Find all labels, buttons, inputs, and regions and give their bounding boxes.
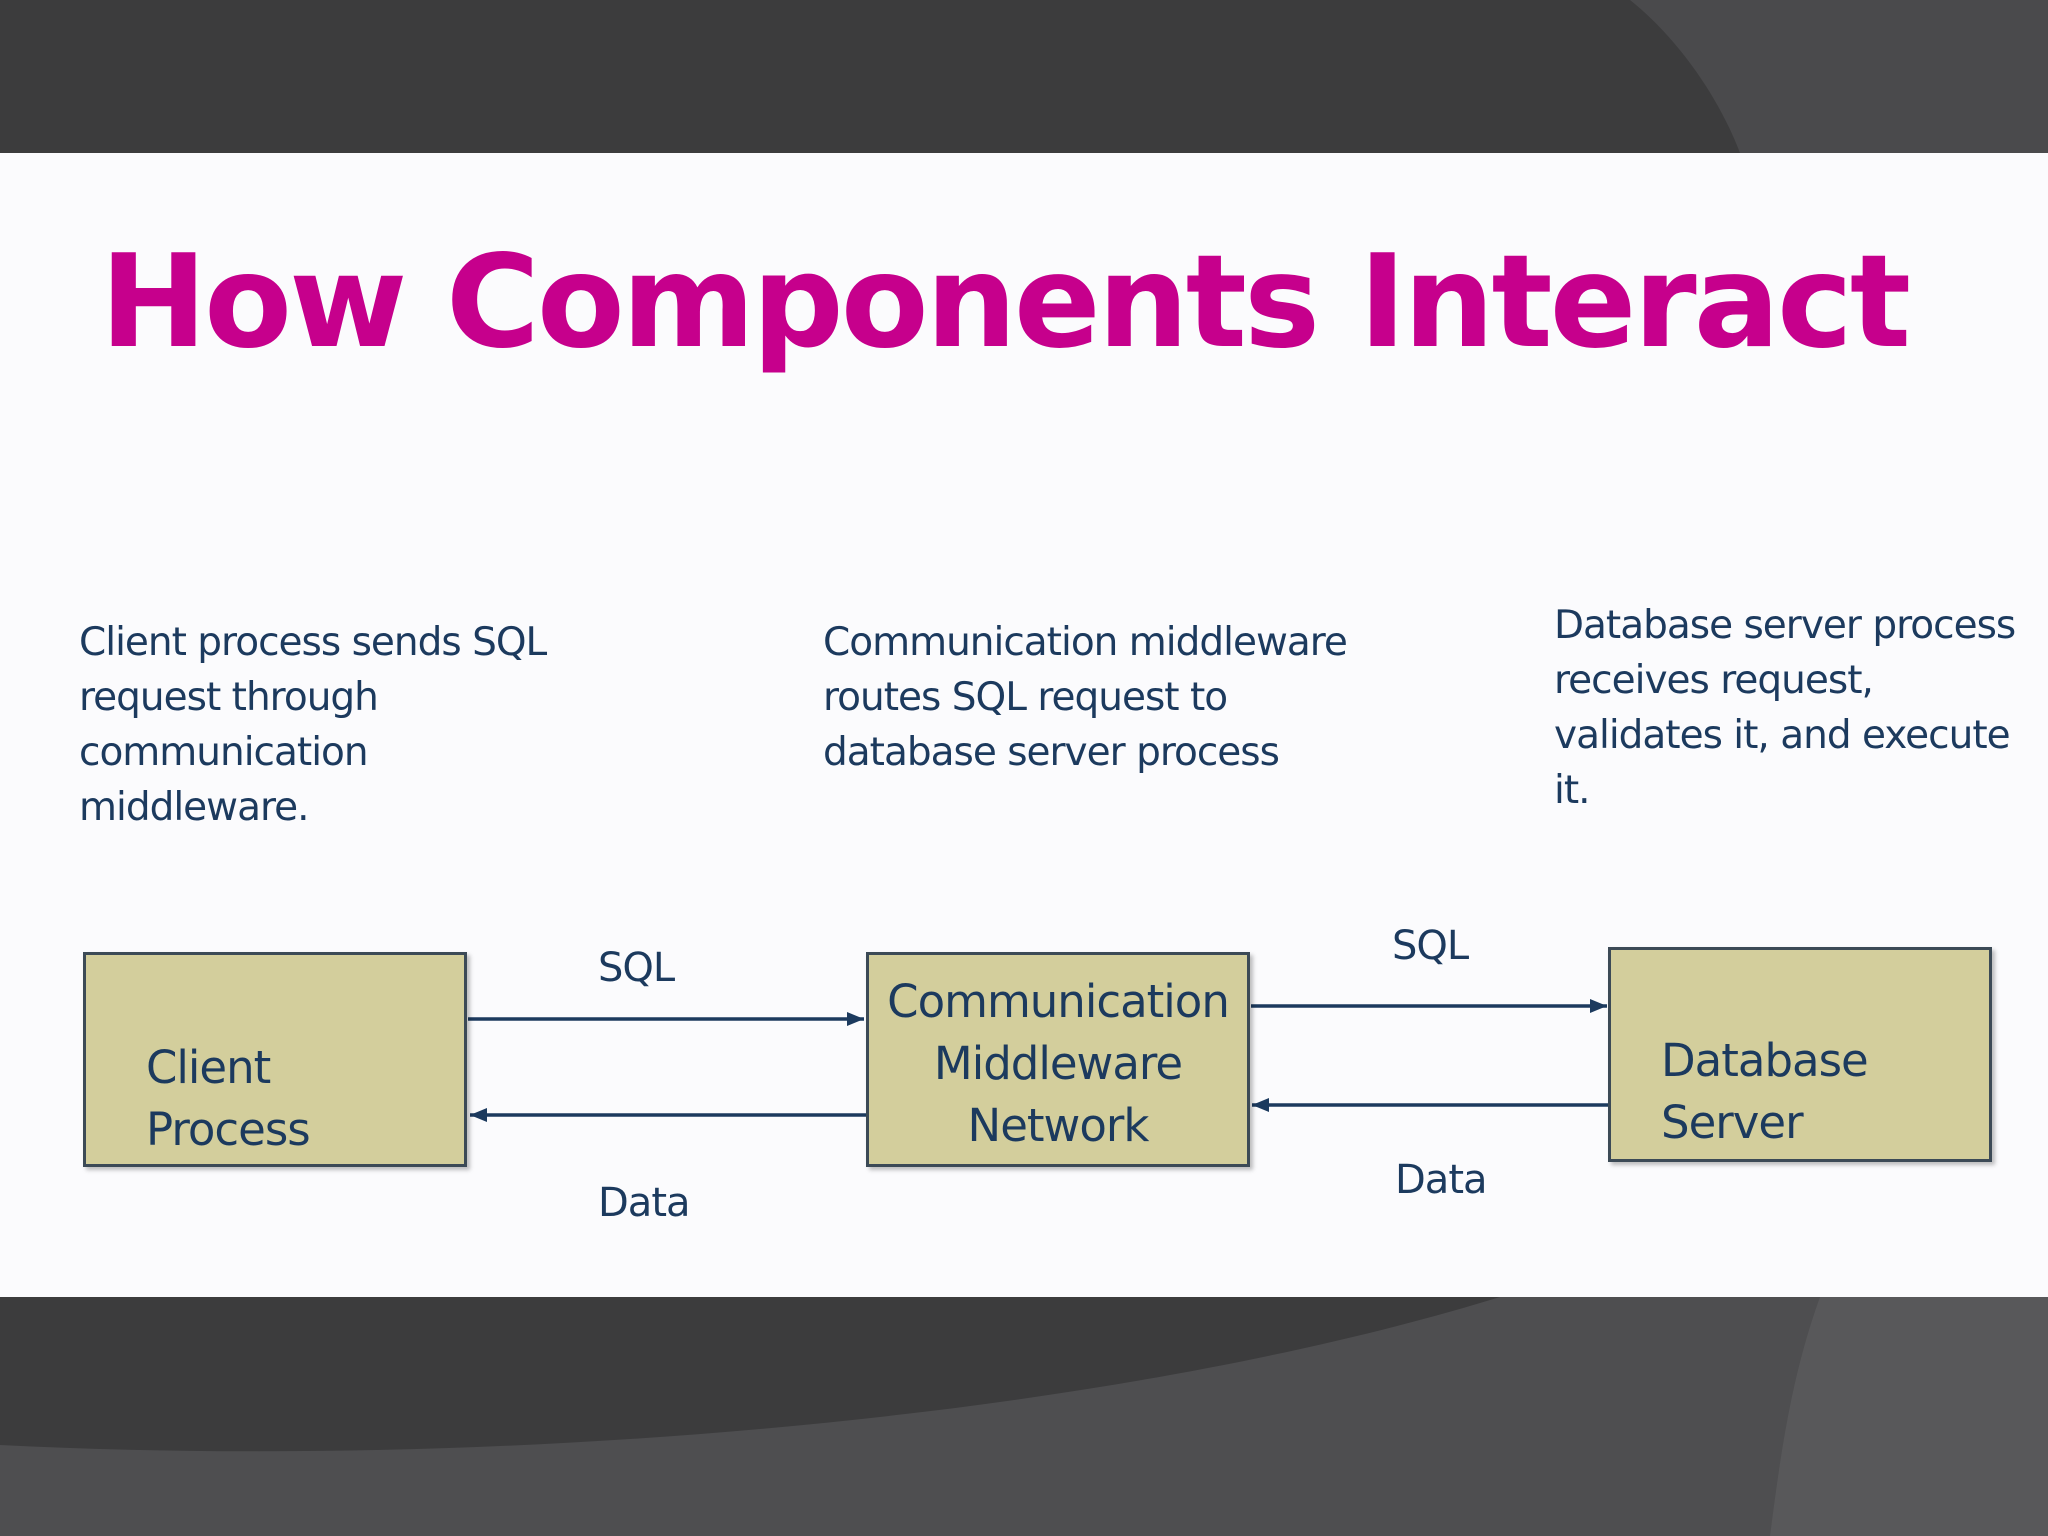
database-server-label: Database Server bbox=[1661, 1034, 1869, 1149]
sql-label-server-side: SQL bbox=[1392, 923, 1469, 969]
slide-content: How Components Interact Client process s… bbox=[0, 153, 2048, 1297]
middleware-network-label: Communication Middleware Network bbox=[887, 975, 1230, 1152]
server-description: Database server process receives request… bbox=[1554, 603, 2016, 813]
client-process-box: Client Process bbox=[83, 952, 467, 1167]
sql-label-client-side: SQL bbox=[598, 945, 675, 991]
middleware-network-box: Communication Middleware Network bbox=[866, 952, 1250, 1167]
architecture-diagram: Client Process Communication Middleware … bbox=[0, 153, 2048, 1297]
slide-title: How Components Interact bbox=[100, 228, 1911, 377]
data-label-client-side: Data bbox=[598, 1180, 691, 1226]
database-server-box: Database Server bbox=[1608, 947, 1992, 1162]
data-label-server-side: Data bbox=[1395, 1157, 1488, 1203]
client-description: Client process sends SQL request through… bbox=[79, 620, 547, 830]
client-process-label: Client Process bbox=[146, 1041, 311, 1156]
flow-arrows bbox=[468, 999, 1608, 1122]
middleware-description: Communication middleware routes SQL requ… bbox=[823, 620, 1348, 775]
